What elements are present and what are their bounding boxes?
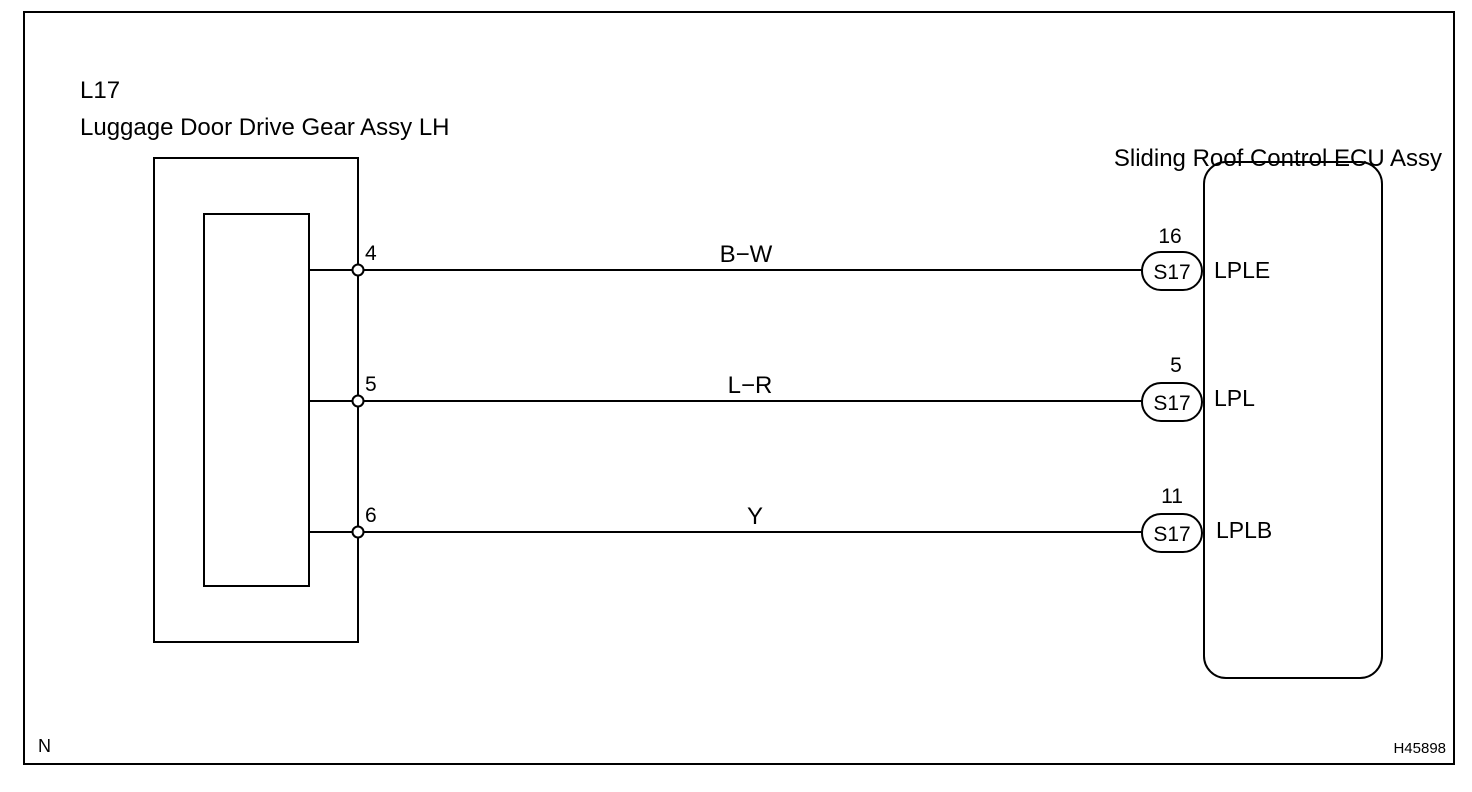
diagram-frame	[23, 11, 1455, 765]
right-pin-number: 5	[1170, 354, 1182, 377]
pin-terminal-circle	[351, 394, 365, 408]
right-component-box	[1203, 161, 1383, 679]
left-component-inner-box	[203, 213, 310, 587]
left-pin-number: 6	[365, 504, 377, 527]
left-component-name: Luggage Door Drive Gear Assy LH	[80, 114, 450, 141]
connector-id: S17	[1153, 523, 1190, 546]
connector-id: S17	[1153, 261, 1190, 284]
left-pin-number: 4	[365, 242, 377, 265]
wire-2: 5 L−R S17 5 LPL	[309, 354, 1255, 422]
signal-name: LPLB	[1216, 517, 1272, 543]
connector-oval	[1141, 513, 1203, 553]
left-component-code: L17	[80, 77, 120, 104]
footer-left-mark: N	[38, 736, 51, 756]
right-pin-number: 16	[1158, 225, 1181, 248]
connector-id: S17	[1153, 392, 1190, 415]
signal-name: LPL	[1214, 385, 1255, 411]
pin-terminal-circle	[351, 525, 365, 539]
right-pin-number: 11	[1161, 485, 1183, 508]
wire-color-label: Y	[747, 503, 763, 530]
pin-terminal-circle	[351, 263, 365, 277]
wire-color-label: L−R	[728, 372, 773, 399]
wire-color-label: B−W	[720, 241, 773, 268]
wire-1: 4 B−W S17 16 LPLE	[309, 225, 1270, 291]
left-pin-number: 5	[365, 373, 377, 396]
wire-3: 6 Y S17 11 LPLB	[309, 485, 1272, 553]
figure-id: H45898	[1393, 740, 1446, 757]
connector-oval	[1141, 251, 1203, 291]
connector-oval	[1141, 382, 1203, 422]
right-component-name: Sliding Roof Control ECU Assy	[1114, 145, 1442, 172]
signal-name: LPLE	[1214, 257, 1270, 283]
